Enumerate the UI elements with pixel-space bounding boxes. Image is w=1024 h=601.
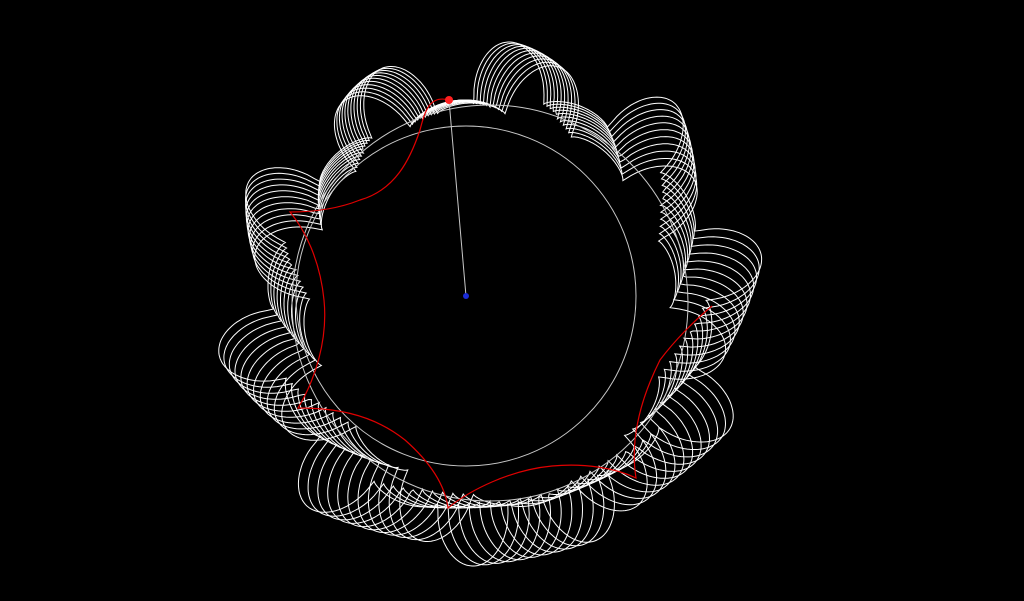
envelope-curve <box>240 52 744 561</box>
envelope-curve <box>254 41 763 543</box>
red-trace-curve <box>288 98 713 510</box>
envelope-curve <box>218 65 727 567</box>
envelope-curve <box>250 44 758 550</box>
envelope-curve <box>234 55 740 563</box>
pen-point-dot <box>445 96 453 104</box>
inner-rolling-circle <box>295 125 637 467</box>
envelope-curve <box>252 42 760 547</box>
pen-arm-line <box>448 99 467 297</box>
center-point-dot <box>463 293 469 299</box>
envelope-pattern <box>218 41 763 567</box>
envelope-curve <box>223 61 731 566</box>
outer-guide-circle <box>291 104 689 502</box>
